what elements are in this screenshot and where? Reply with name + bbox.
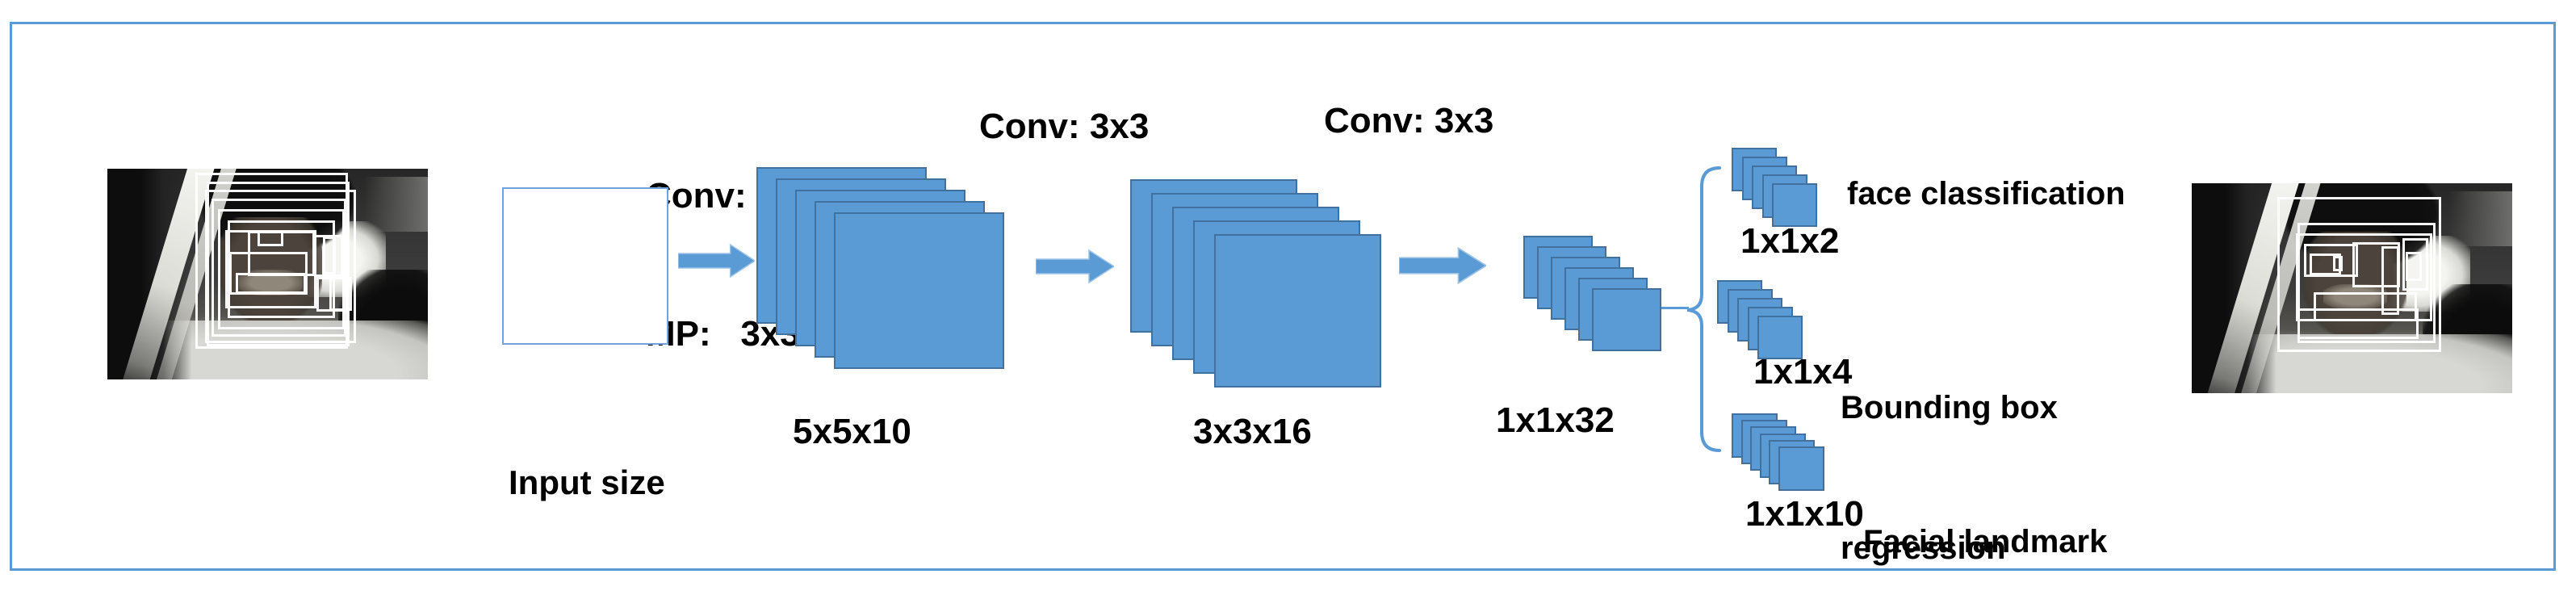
output-label-bbox-regression: Bounding box regression	[1841, 291, 2058, 595]
outer-border	[10, 22, 2556, 571]
detection-box	[205, 190, 356, 344]
photo-mouth	[2323, 283, 2388, 309]
detection-box	[2405, 252, 2423, 281]
conv2-feature-stack	[1130, 179, 1381, 388]
output-label-landmark-line1: Facial landmark	[1863, 524, 2108, 559]
brace-connector-line	[1660, 307, 1689, 309]
input-caption: Input size 12x12x3	[509, 378, 665, 595]
conv1-caption: 5x5x10	[793, 412, 911, 451]
feature-map-layer	[1214, 234, 1381, 388]
output-label-face-classification: face classification	[1847, 176, 2126, 212]
conv3-caption: 1x1x32	[1496, 400, 1615, 440]
output-image-with-detections	[2192, 183, 2512, 393]
detection-box-overlay	[107, 169, 428, 379]
input-caption-line1: Input size	[509, 463, 665, 501]
detection-box	[212, 198, 346, 337]
detection-box	[2304, 243, 2358, 277]
detection-box-overlay	[2192, 183, 2512, 393]
conv2-caption: 3x3x16	[1193, 412, 1312, 451]
feature-map-layer	[1757, 316, 1803, 359]
detection-box	[257, 230, 283, 247]
detection-box	[2314, 291, 2418, 321]
detection-box	[195, 173, 348, 349]
detection-box	[2381, 246, 2399, 315]
detection-box	[2297, 308, 2419, 339]
output-label-landmark-localization: Facial landmark localization	[1863, 429, 2107, 595]
feature-map-layer	[1778, 446, 1824, 491]
detection-box	[2310, 253, 2341, 276]
arrow-right-icon	[1399, 246, 1486, 285]
detection-box	[227, 220, 335, 318]
detection-box	[2333, 255, 2344, 272]
curly-brace	[1686, 166, 1721, 452]
input-feature-square	[502, 187, 668, 345]
output-caption-face-classification: 1x1x2	[1740, 221, 1840, 261]
arrow-right-icon	[678, 243, 755, 279]
detection-box	[2297, 223, 2436, 343]
conv1-feature-stack	[756, 167, 1004, 369]
detection-box	[2352, 242, 2401, 288]
output-stack-face-classification	[1732, 148, 1817, 227]
detection-box	[207, 181, 350, 347]
output-caption-landmark-localization: 1x1x10	[1745, 494, 1864, 534]
feature-map-layer	[1772, 183, 1817, 227]
detection-box	[217, 208, 345, 330]
feature-map-layer	[1592, 288, 1661, 351]
input-caption-line2: 12x12x3	[509, 588, 665, 595]
detection-box	[235, 273, 307, 294]
output-stack-bbox-regression	[1717, 280, 1803, 359]
output-label-bbox-line1: Bounding box	[1841, 390, 2058, 425]
detection-box	[2402, 238, 2429, 291]
detection-box	[2277, 197, 2441, 353]
conv3-feature-stack	[1523, 236, 1661, 351]
input-image-with-candidate-boxes	[107, 169, 428, 379]
detection-box	[323, 236, 337, 275]
output-label-bbox-line2: regression	[1841, 530, 2006, 566]
feature-map-layer	[834, 212, 1004, 369]
arrow-right-icon	[1036, 249, 1114, 284]
output-stack-landmark-localization	[1732, 413, 1824, 491]
conv3-annotation: Conv: 3x3	[1324, 101, 1494, 140]
conv2-annotation: Conv: 3x3	[979, 107, 1150, 146]
detection-box	[329, 277, 352, 311]
